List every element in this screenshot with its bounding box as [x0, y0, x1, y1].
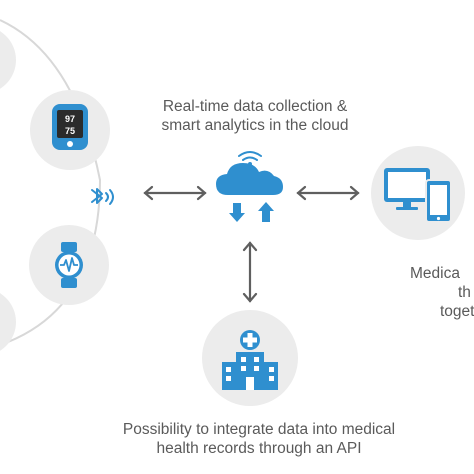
hospital-node — [202, 310, 298, 406]
arrow-cloud-ehr — [242, 241, 258, 303]
oximeter-bottom-value: 75 — [65, 126, 75, 136]
ehr-caption-line-1: Possibility to integrate data into medic… — [122, 421, 396, 438]
device-ring-arc — [0, 19, 102, 346]
displays-caption-line-3: toget — [440, 303, 474, 320]
cloud-caption: Real-time data collection & smart analyt… — [150, 97, 360, 135]
smartwatch-node — [29, 225, 109, 305]
cloud-caption-line-1: Real-time data collection & — [162, 98, 348, 115]
ehr-caption: Possibility to integrate data into medic… — [94, 420, 424, 458]
displays-caption: Medica th toget — [410, 264, 474, 321]
pulse-oximeter-icon: 97 75 — [52, 104, 88, 150]
arrow-devices-cloud — [143, 185, 207, 201]
displays-caption-line-1: Medica — [410, 265, 460, 282]
displays-node — [371, 146, 465, 240]
smartwatch-icon — [55, 242, 83, 288]
cloud-sync-icon — [216, 151, 283, 222]
hospital-icon — [222, 330, 278, 390]
device-circle-partial-bottom — [0, 293, 16, 351]
pulse-oximeter-node: 97 75 — [30, 90, 110, 170]
monitor-tablet-icon — [384, 168, 452, 223]
cloud-caption-line-2: smart analytics in the cloud — [161, 117, 349, 134]
oximeter-top-value: 97 — [65, 114, 75, 124]
ehr-caption-line-2: health records through an API — [156, 440, 362, 457]
bluetooth-icon — [91, 188, 114, 205]
device-circle-partial-top — [0, 31, 16, 89]
arrow-cloud-displays — [296, 185, 360, 201]
displays-caption-line-2: th — [458, 284, 471, 301]
